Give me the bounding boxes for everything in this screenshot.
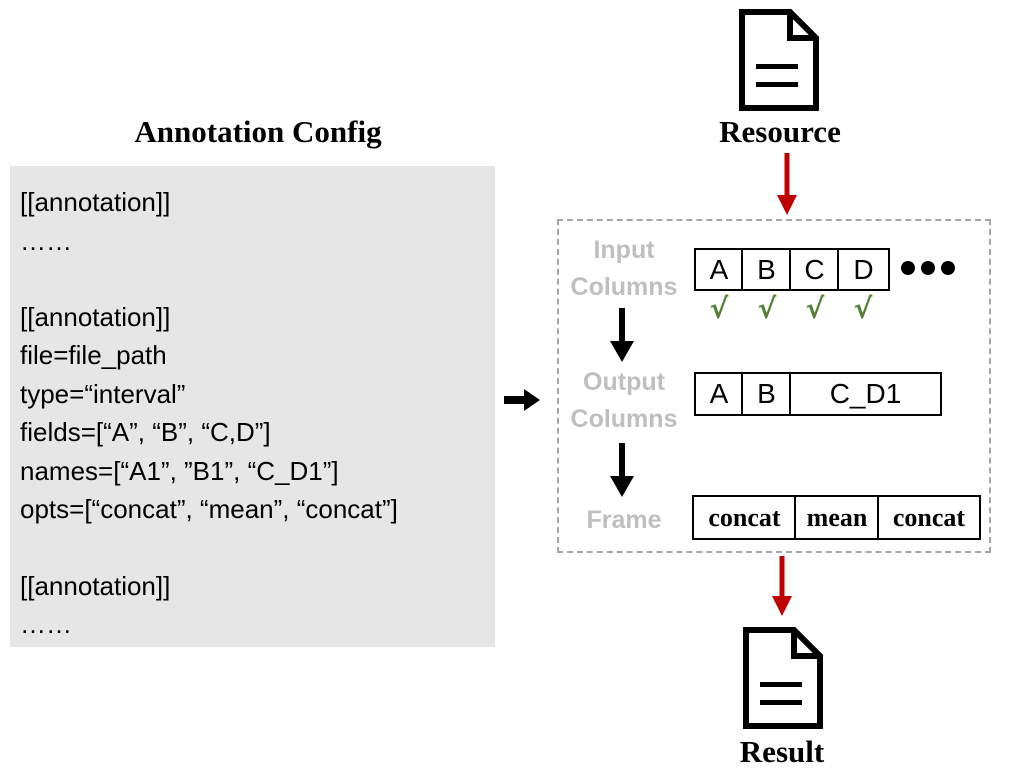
down-arrow-icon [772, 556, 792, 616]
input-columns-label: Input Columns [559, 232, 689, 306]
input-column-cell: C [789, 248, 840, 291]
config-line: fields=[“A”, “B”, “C,D”] [20, 417, 271, 447]
resource-label: Resource [719, 114, 841, 149]
input-column-cell: B [741, 248, 792, 291]
frame-label: Frame [586, 506, 662, 534]
input-column-cell: D [837, 248, 890, 291]
frame-op-cell: concat [877, 495, 981, 540]
output-label-line: Columns [570, 405, 678, 433]
output-label-line: Output [583, 368, 665, 396]
output-column-cell: A [694, 372, 744, 416]
ellipsis-dot [941, 261, 955, 275]
config-line: [[annotation]] [20, 571, 171, 601]
check-icon: √ [853, 292, 873, 325]
ellipsis-dot [901, 261, 915, 275]
config-panel: [[annotation]] …… [[annotation]] file=fi… [10, 166, 495, 647]
check-icon: √ [805, 292, 825, 325]
resource-document-icon [739, 9, 819, 111]
down-arrow-icon [610, 443, 634, 497]
right-arrow-icon [504, 389, 540, 411]
processing-box [557, 219, 991, 553]
input-label-line: Input [593, 236, 655, 264]
ellipsis-dot [921, 261, 935, 275]
config-line: [[annotation]] [20, 302, 171, 332]
config-line: names=[“A1”, ”B1”, “C_D1”] [20, 456, 339, 486]
check-icon: √ [709, 292, 729, 325]
output-column-cell: B [741, 372, 792, 416]
output-column-cell: C_D1 [789, 372, 942, 416]
config-line: …… [20, 226, 72, 256]
input-label-line: Columns [570, 273, 678, 301]
config-line: [[annotation]] [20, 187, 171, 217]
config-line: opts=[“concat”, “mean”, “concat”] [20, 494, 398, 524]
result-label: Result [739, 734, 825, 769]
frame-op-cell: concat [692, 495, 797, 540]
config-title: Annotation Config [134, 114, 382, 149]
frame-op-cell: mean [794, 495, 880, 540]
result-document-icon [743, 627, 823, 729]
check-icon: √ [757, 292, 777, 325]
input-column-cell: A [694, 248, 744, 291]
config-line: file=file_path [20, 340, 167, 370]
down-arrow-icon [777, 153, 797, 215]
output-columns-label: Output Columns [559, 364, 689, 438]
config-line: type=“interval” [20, 379, 186, 409]
down-arrow-icon [610, 308, 634, 362]
config-line: …… [20, 609, 72, 639]
